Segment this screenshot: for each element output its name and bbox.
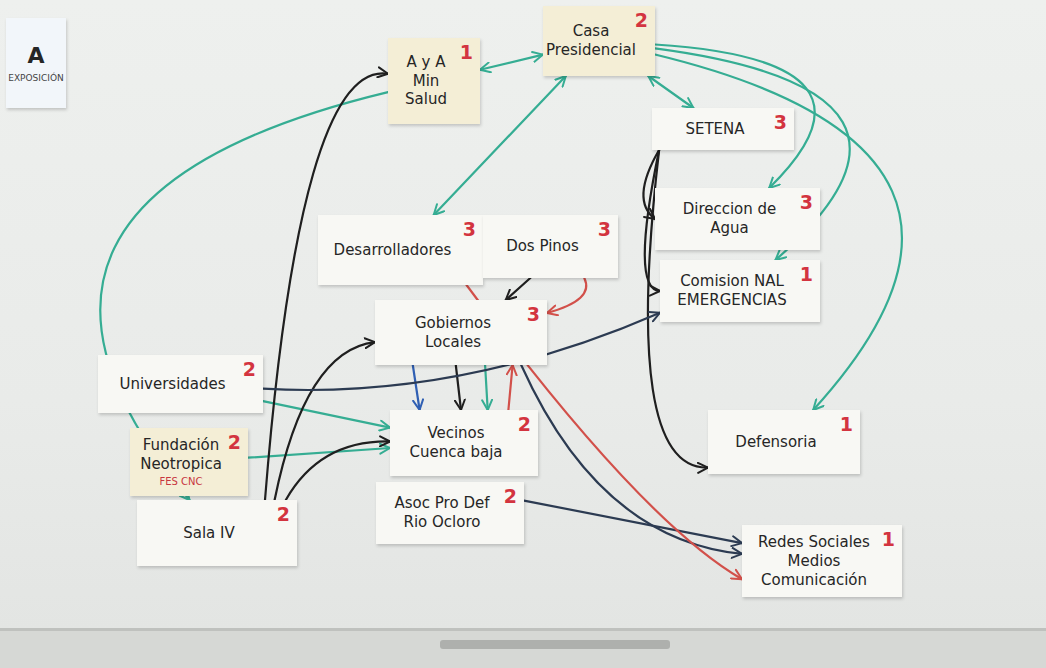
priority-number: 2 bbox=[635, 11, 648, 30]
relation-arrow bbox=[100, 92, 388, 500]
relation-arrow bbox=[485, 365, 488, 410]
stakeholder-name: Direccion de Agua bbox=[665, 200, 794, 238]
card-subtitle: EXPOSICIÓN bbox=[8, 73, 64, 84]
priority-number: 3 bbox=[774, 113, 787, 132]
relation-arrow bbox=[508, 365, 512, 410]
sticky-note: A y A Min Salud 1 bbox=[388, 38, 480, 124]
marker-ledge bbox=[440, 640, 670, 649]
sticky-note: Universidades 2 bbox=[98, 355, 263, 413]
sticky-note: Direccion de Agua 3 bbox=[655, 188, 820, 250]
priority-number: 1 bbox=[460, 43, 473, 62]
priority-number: 3 bbox=[527, 305, 540, 324]
relation-arrow bbox=[456, 365, 461, 410]
sticky-note: Vecinos Cuenca baja 2 bbox=[390, 410, 538, 476]
tray-edge bbox=[0, 628, 1046, 631]
sticky-note: Redes Sociales Medios Comunicación 1 bbox=[742, 525, 902, 597]
sticky-note: SETENA 3 bbox=[652, 108, 794, 150]
priority-number: 3 bbox=[598, 220, 611, 239]
relation-arrow bbox=[655, 48, 850, 260]
sticky-note: Defensoria 1 bbox=[708, 410, 860, 474]
relation-arrow bbox=[413, 365, 420, 410]
stakeholder-name: Casa Presidencial bbox=[546, 22, 636, 60]
stakeholder-name: SETENA bbox=[685, 120, 744, 139]
relation-arrow bbox=[263, 401, 390, 427]
sticky-note: Asoc Pro Def Rio Ocloro 2 bbox=[376, 482, 524, 544]
priority-number: 1 bbox=[800, 265, 813, 284]
stakeholder-name: Defensoria bbox=[735, 433, 816, 452]
stakeholder-name: Gobiernos Locales bbox=[385, 314, 521, 352]
sticky-note: Fundación Neotropica 2FES CNC bbox=[130, 428, 248, 496]
priority-number: 2 bbox=[504, 487, 517, 506]
stakeholder-name: Asoc Pro Def Rio Ocloro bbox=[386, 494, 498, 532]
relation-arrow bbox=[648, 76, 693, 108]
priority-number: 3 bbox=[800, 193, 813, 212]
priority-number: 2 bbox=[518, 415, 531, 434]
sticky-note: Dos Pinos 3 bbox=[483, 215, 618, 278]
priority-number: 2 bbox=[243, 360, 256, 379]
priority-number: 2 bbox=[228, 433, 241, 452]
sticky-note: A EXPOSICIÓN bbox=[6, 18, 66, 108]
board-tray bbox=[0, 630, 1046, 668]
sticky-note: Gobiernos Locales 3 bbox=[375, 300, 547, 365]
sticky-note: Sala IV 2 bbox=[137, 500, 297, 566]
note-annotation: FES CNC bbox=[159, 476, 202, 488]
priority-number: 3 bbox=[463, 220, 476, 239]
stakeholder-name: Redes Sociales Medios Comunicación bbox=[752, 533, 876, 589]
relation-arrow bbox=[480, 55, 543, 70]
priority-number: 2 bbox=[277, 505, 290, 524]
card-title: A bbox=[27, 42, 44, 70]
relation-arrow bbox=[286, 441, 390, 500]
sticky-note: Comision NAL EMERGENCIAS 1 bbox=[660, 260, 820, 322]
relation-arrow bbox=[265, 73, 388, 500]
stakeholder-name: Dos Pinos bbox=[506, 237, 579, 256]
stakeholder-name: A y A Min Salud bbox=[398, 53, 454, 109]
stakeholder-name: Sala IV bbox=[183, 524, 235, 543]
relation-arrow bbox=[547, 278, 586, 313]
priority-number: 1 bbox=[840, 415, 853, 434]
stakeholder-name: Vecinos Cuenca baja bbox=[400, 424, 512, 462]
priority-number: 1 bbox=[882, 530, 895, 549]
stakeholder-name: Fundación Neotropica bbox=[140, 436, 222, 474]
stakeholder-name: Comision NAL EMERGENCIAS bbox=[670, 272, 794, 310]
sticky-note: Casa Presidencial2 bbox=[543, 6, 655, 76]
relation-arrow bbox=[524, 501, 742, 543]
stakeholder-name: Desarrolladores bbox=[334, 241, 452, 260]
stakeholder-name: Universidades bbox=[119, 375, 225, 394]
sticky-note: Desarrolladores 3 bbox=[318, 215, 483, 285]
relation-arrow bbox=[275, 342, 375, 500]
relation-arrow bbox=[506, 278, 531, 300]
